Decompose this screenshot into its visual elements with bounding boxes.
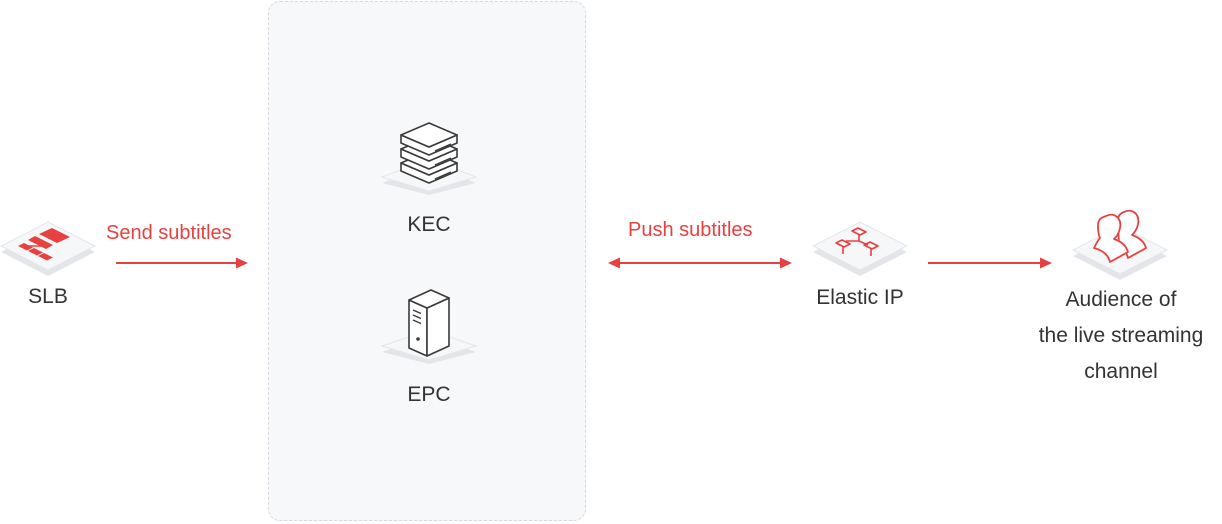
audience-label-line-3: channel: [1084, 360, 1158, 383]
elastic-ip-label: Elastic IP: [816, 286, 904, 309]
send-subtitles-label: Send subtitles: [106, 222, 232, 244]
load-balancer-icon: [0, 221, 96, 276]
deliver-arrow: [928, 257, 1052, 269]
audience-label-line-1: Audience of: [1065, 288, 1177, 311]
network-topology-icon: [812, 221, 908, 276]
audience-label: Audience of the live streaming channel: [1020, 282, 1222, 390]
users-icon: [1072, 209, 1168, 280]
physical-server-icon: [381, 289, 477, 364]
epc-label: EPC: [407, 383, 451, 406]
server-stack-icon: [381, 122, 477, 195]
slb-label: SLB: [28, 285, 68, 308]
audience-label-line-2: the live streaming: [1038, 324, 1204, 347]
send-subtitles-arrow: [116, 257, 248, 269]
push-subtitles-arrow: [608, 257, 792, 269]
compute-group-container: [268, 1, 586, 521]
push-subtitles-label: Push subtitles: [628, 219, 753, 241]
kec-label: KEC: [407, 213, 451, 236]
